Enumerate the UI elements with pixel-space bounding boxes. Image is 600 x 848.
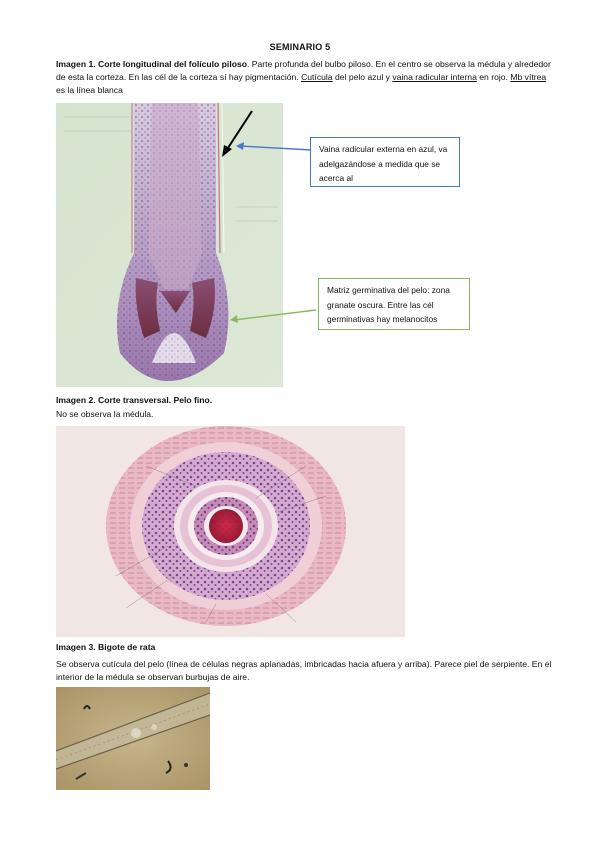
page-title: SEMINARIO 5 [269,42,331,52]
image2-transverse-micrograph [56,426,405,637]
image1-text-c: en rojo. [476,72,511,82]
vaina-term: vaina radicular interna [392,72,477,82]
blue-arrow [236,142,313,151]
callout-matriz-germinativa: Matriz germinativa del pelo: zona granat… [318,278,470,330]
image1-text-a: . Parte profunda del bulbo piloso. En el… [56,59,551,82]
mb-vitrea-term: Mb vítrea [510,72,547,82]
image2-text: No se observa la médula. [56,409,154,419]
image3-label: Imagen 3. Bigote de rata [56,642,156,652]
image1-label: Imagen 1. Corte longitudinal del folícul… [56,59,247,69]
image1-text-b: del pelo azul y [332,72,393,82]
green-arrow [230,309,317,323]
image3-whisker-micrograph [56,687,210,790]
image1-caption: Imagen 1. Corte longitudinal del folícul… [56,58,556,97]
image1-text-d: es la línea blanca [56,85,123,95]
cuticula-term: Cutícula [301,72,333,82]
image1-follicle-micrograph [56,103,283,387]
image3-text: Se observa cutícula del pelo (línea de c… [56,659,552,682]
image2-label: Imagen 2. Corte transversal. Pelo fino. [56,395,213,405]
callout-vaina-externa: Vaina radicular externa en azul, va adel… [310,137,460,187]
